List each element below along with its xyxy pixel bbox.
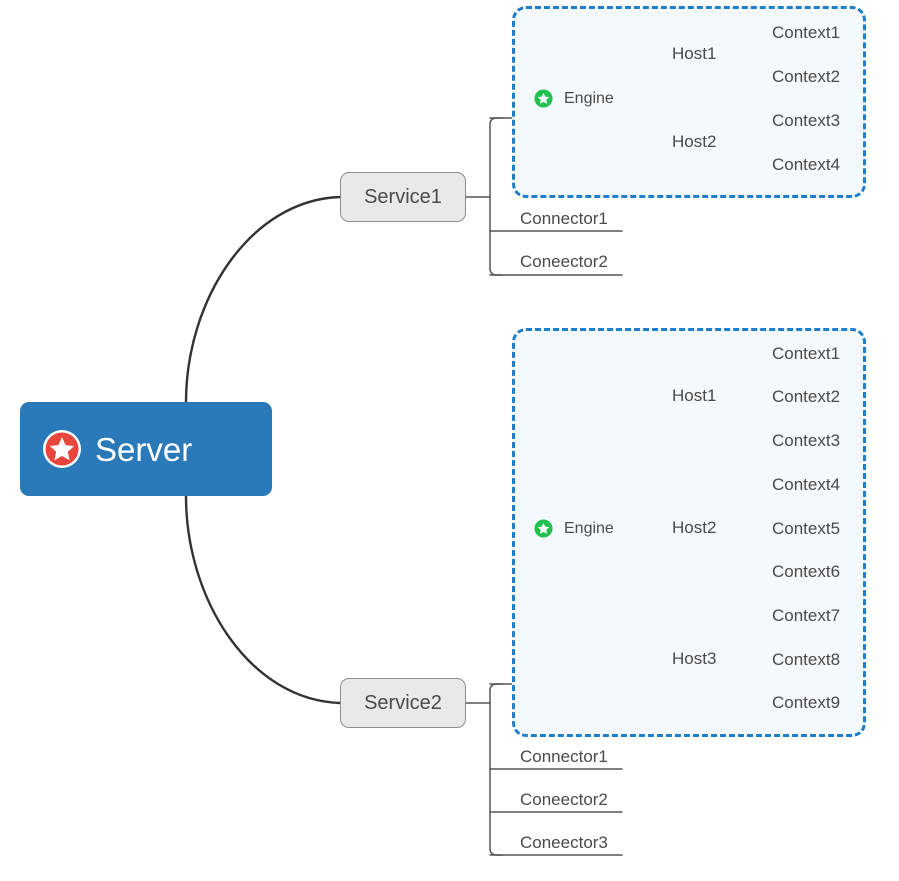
service-node-2[interactable]: Service2	[340, 678, 466, 728]
context-node-s2-h2-context6[interactable]: Context6	[772, 562, 841, 581]
host-node-s1-host1[interactable]: Host1	[672, 44, 717, 63]
engine-node-service1[interactable]: Engine	[534, 89, 614, 108]
connector-node-s2-1[interactable]: Connector1	[520, 747, 608, 766]
host-node-s2-host1[interactable]: Host1	[672, 386, 717, 405]
engine-node-service2-label: Engine	[564, 519, 614, 537]
context-node-s1-h1-context1[interactable]: Context1	[772, 23, 841, 42]
context-node-s2-h2-context4[interactable]: Context4	[772, 475, 841, 494]
context-node-s1-h2-context4[interactable]: Context4	[772, 155, 841, 174]
star-badge-icon	[42, 429, 82, 469]
engine-node-service2[interactable]: Engine	[534, 519, 614, 538]
star-badge-icon	[534, 519, 553, 538]
edge-server-service1	[184, 195, 342, 404]
host-node-s2-host3[interactable]: Host3	[672, 649, 717, 668]
service-node-2-label: Service2	[364, 692, 442, 714]
context-node-s2-h3-context9[interactable]: Context9	[772, 693, 841, 712]
engine-group-box-service2	[512, 328, 866, 737]
context-node-s1-h1-context2[interactable]: Context2	[772, 67, 841, 86]
context-node-s2-h3-context8[interactable]: Context8	[772, 650, 841, 669]
star-badge-icon	[534, 89, 553, 108]
service-node-1[interactable]: Service1	[340, 172, 466, 222]
engine-node-service1-label: Engine	[564, 89, 614, 107]
bracket-service1	[489, 117, 503, 276]
context-node-s2-h1-context2[interactable]: Context2	[772, 387, 841, 406]
context-node-s1-h2-context3[interactable]: Context3	[772, 111, 841, 130]
edge-server-service2	[184, 494, 342, 705]
host-node-s2-host2[interactable]: Host2	[672, 518, 717, 537]
context-node-s2-h1-context3[interactable]: Context3	[772, 431, 841, 450]
service-node-1-label: Service1	[364, 186, 442, 208]
root-node-label: Server	[95, 430, 193, 468]
connector-node-s2-2[interactable]: Coneector2	[520, 790, 608, 809]
context-node-s2-h3-context7[interactable]: Context7	[772, 606, 841, 625]
context-node-s2-h1-context1[interactable]: Context1	[772, 344, 841, 363]
context-node-s2-h2-context5[interactable]: Context5	[772, 519, 841, 538]
connector-node-s1-1[interactable]: Connector1	[520, 209, 608, 228]
connector-node-s2-3[interactable]: Coneector3	[520, 833, 608, 852]
engine-group-box-service1	[512, 6, 866, 198]
connector-node-s1-2[interactable]: Coneector2	[520, 252, 608, 271]
host-node-s1-host2[interactable]: Host2	[672, 132, 717, 151]
root-node-server[interactable]: Server	[20, 402, 272, 496]
